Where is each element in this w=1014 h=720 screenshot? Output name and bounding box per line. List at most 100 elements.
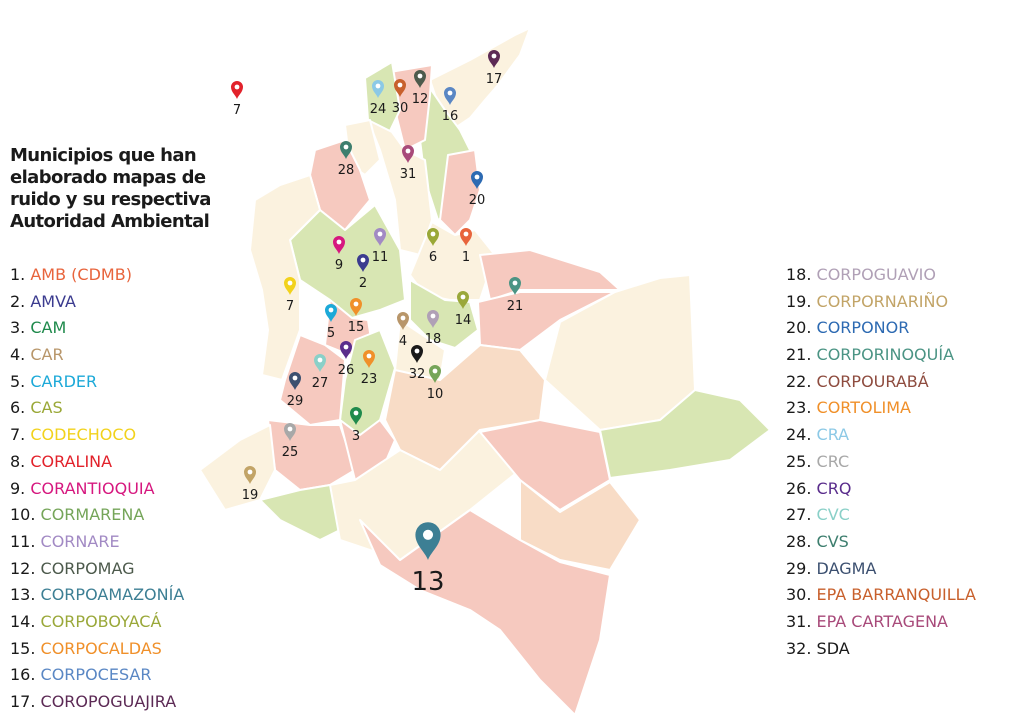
legend-item-number: 16. xyxy=(10,665,41,685)
legend-item-number: 15. xyxy=(10,638,41,658)
legend-item-number: 8. xyxy=(10,451,31,471)
map-pin-icon xyxy=(244,466,256,484)
map-pin-7 xyxy=(284,277,296,295)
map-pin-icon xyxy=(372,80,384,98)
map-pin-dot xyxy=(417,73,423,79)
legend-item-number: 17. xyxy=(10,692,41,711)
map-pin-icon xyxy=(394,79,406,97)
map-pin-label: 7 xyxy=(286,299,294,314)
legend-item-name: AMVA xyxy=(30,291,76,311)
legend-item: 2. AMVA xyxy=(10,289,184,316)
map-pin-icon xyxy=(333,236,345,254)
legend-item-number: 11. xyxy=(10,531,41,551)
map-pin-label: 6 xyxy=(429,250,437,265)
legend-item-name: CARDER xyxy=(30,371,98,391)
map-markers: 1234567791011121314151617181920212324252… xyxy=(231,50,523,597)
map-pin-dot xyxy=(247,469,253,475)
map-pin-4 xyxy=(397,312,409,330)
region-amazonas xyxy=(359,509,611,716)
legend-item: 17. COROPOGUAJIRA xyxy=(10,689,184,716)
map-pin-16 xyxy=(444,87,456,105)
legend-item-name: SDA xyxy=(816,638,850,658)
legend-item: 24. CRA xyxy=(786,422,976,449)
legend-item: 11. CORNARE xyxy=(10,529,184,556)
legend-item-number: 28. xyxy=(786,531,817,551)
map-pin-icon xyxy=(471,171,483,189)
legend-item-number: 22. xyxy=(786,371,817,391)
map-pin-dot xyxy=(460,294,466,300)
legend-item-name: CORMARENA xyxy=(40,505,145,525)
legend-item-name: EPA BARRANQUILLA xyxy=(816,585,976,605)
map-pin-25 xyxy=(284,423,296,441)
map-pin-dot xyxy=(491,53,497,59)
legend-item-number: 3. xyxy=(10,318,31,338)
map-pin-10 xyxy=(429,365,441,383)
legend-item: 27. CVC xyxy=(786,502,976,529)
legend-item-number: 29. xyxy=(786,558,817,578)
map-pin-label: 9 xyxy=(335,258,343,273)
map-pin-3 xyxy=(350,407,362,425)
map-pin-label: 27 xyxy=(312,376,329,391)
legend-item-number: 26. xyxy=(786,478,817,498)
map-title-line: Autoridad Ambiental xyxy=(10,211,210,232)
map-pin-icon xyxy=(429,365,441,383)
map-pin-14 xyxy=(457,291,469,309)
map-pin-label: 23 xyxy=(361,372,378,387)
map-pin-31 xyxy=(402,145,414,163)
map-pin-icon xyxy=(402,145,414,163)
legend-item: 32. SDA xyxy=(786,636,976,663)
map-title: Municipios que han elaborado mapas de ru… xyxy=(10,145,230,233)
legend-item-number: 1. xyxy=(10,265,31,284)
legend-item: 8. CORALINA xyxy=(10,449,184,476)
map-pin-dot xyxy=(360,257,366,263)
map-pin-dot xyxy=(343,344,349,350)
map-pin-label: 31 xyxy=(400,167,417,182)
legend-item: 16. CORPOCESAR xyxy=(10,662,184,689)
legend-item: 23. CORTOLIMA xyxy=(786,395,976,422)
legend-item-name: CORANTIOQUIA xyxy=(30,478,155,498)
map-pin-dot xyxy=(447,90,453,96)
legend-item-name: CORALINA xyxy=(30,451,113,471)
legend-item-name: CAS xyxy=(30,398,63,418)
legend-item: 31. EPA CARTAGENA xyxy=(786,609,976,636)
legend-item-name: COROPOGUAJIRA xyxy=(40,692,177,711)
legend-item: 20. CORPONOR xyxy=(786,315,976,342)
legend-item-number: 18. xyxy=(786,265,817,284)
map-pin-label: 19 xyxy=(242,488,259,503)
map-pin-label: 12 xyxy=(412,92,429,107)
map-pin-dot xyxy=(317,357,323,363)
map-pin-label: 21 xyxy=(507,299,524,314)
legend-item: 29. DAGMA xyxy=(786,556,976,583)
map-pin-dot xyxy=(432,368,438,374)
map-pin-icon xyxy=(414,70,426,88)
legend-item-name: CORPOURABÁ xyxy=(816,371,929,391)
legend-item: 21. CORPORINOQUÍA xyxy=(786,342,976,369)
map-pin-icon xyxy=(340,141,352,159)
map-pin-5 xyxy=(325,304,337,322)
map-pin-label: 4 xyxy=(399,334,407,349)
map-pin-label: 18 xyxy=(425,332,442,347)
map-pin-icon xyxy=(350,298,362,316)
legend-item-number: 14. xyxy=(10,611,41,631)
map-pin-icon xyxy=(427,228,439,246)
map-pin-9 xyxy=(333,236,345,254)
map-pin-icon xyxy=(363,350,375,368)
map-pin-dot xyxy=(353,410,359,416)
legend-item-number: 23. xyxy=(786,398,817,418)
legend-item: 9. CORANTIOQUIA xyxy=(10,476,184,503)
legend-item-name: CORPORNARIÑO xyxy=(816,291,949,311)
map-pin-15 xyxy=(350,298,362,316)
map-pin-label: 14 xyxy=(455,313,472,328)
map-pin-dot xyxy=(234,84,240,90)
legend-item: 26. CRQ xyxy=(786,476,976,503)
legend-item-number: 27. xyxy=(786,505,817,525)
map-pin-dot xyxy=(292,375,298,381)
legend-item: 30. EPA BARRANQUILLA xyxy=(786,582,976,609)
map-pin-dot xyxy=(422,529,434,540)
legend-item-number: 31. xyxy=(786,611,817,631)
legend-item: 15. CORPOCALDAS xyxy=(10,636,184,663)
map-pin-label: 3 xyxy=(352,429,360,444)
legend-item: 18. CORPOGUAVIO xyxy=(786,262,976,289)
map-pin-label: 28 xyxy=(338,163,355,178)
